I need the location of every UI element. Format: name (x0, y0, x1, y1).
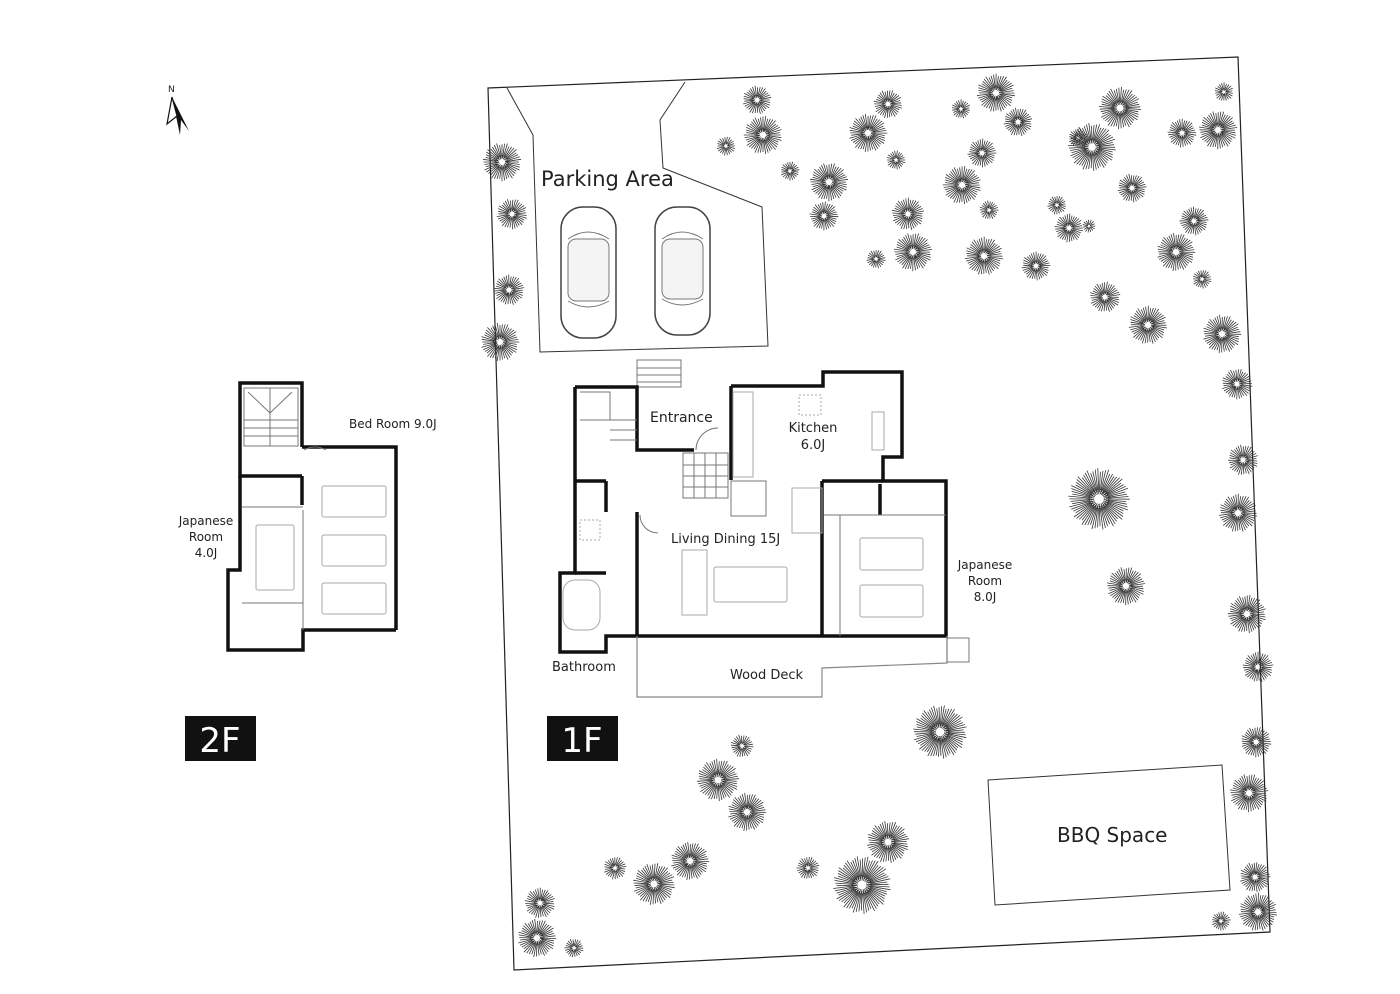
tree-icon (1003, 107, 1033, 137)
tree-icon (967, 138, 997, 168)
north-compass-icon: N (166, 85, 189, 135)
tree-icon (964, 236, 1004, 275)
tree-icon (1193, 270, 1212, 289)
tree-icon (671, 841, 710, 881)
entrance-label: Entrance (650, 410, 713, 426)
parking-label: Parking Area (541, 167, 674, 191)
trees (481, 73, 1278, 958)
living-dining-label: Living Dining 15J (671, 532, 780, 547)
kitchen-label-1: Kitchen (789, 421, 838, 436)
tree-icon (867, 821, 909, 863)
tree-icon (1157, 232, 1196, 272)
tree-icon (893, 233, 933, 272)
tree-icon (1179, 206, 1209, 236)
tree-icon (1167, 118, 1197, 148)
tree-icon (1054, 213, 1084, 243)
tree-icon (1240, 862, 1271, 893)
tree-icon (482, 143, 522, 182)
tree-icon (730, 734, 754, 757)
tree-icon (633, 863, 675, 905)
badge-1f: 1F (547, 716, 618, 761)
japanese-room-2f-label-3: 4.0J (195, 546, 218, 560)
tree-icon (1082, 219, 1096, 233)
kitchen-label-2: 6.0J (801, 438, 826, 453)
tree-icon (979, 200, 999, 219)
tree-icon (1227, 594, 1266, 634)
badge-2f: 2F (185, 716, 256, 761)
tree-icon (1222, 369, 1253, 400)
tree-icon (833, 856, 891, 914)
tree-icon (742, 85, 772, 115)
tree-icon (1106, 567, 1146, 606)
tree-icon (796, 856, 820, 879)
tree-icon (1242, 651, 1274, 682)
tree-icon (604, 857, 627, 880)
bbq-space: BBQ Space (987, 764, 1231, 906)
tree-icon (496, 199, 527, 230)
tree-icon (1212, 911, 1231, 931)
tree-icon (849, 113, 888, 153)
japanese-room-2f-label-1: Japanese (178, 514, 234, 528)
tree-icon (481, 322, 520, 362)
tree-icon (1021, 251, 1051, 281)
badge-1f-label: 1F (561, 721, 602, 761)
tree-icon (1214, 82, 1233, 101)
tree-icon (1090, 281, 1121, 312)
tree-icon (524, 887, 555, 918)
tree-icon (696, 758, 740, 802)
tree-icon (1128, 305, 1168, 344)
tree-icon (716, 136, 736, 156)
tree-icon (493, 274, 525, 305)
tree-icon (886, 150, 906, 170)
japanese-room-2f-label-2: Room (189, 530, 223, 544)
tree-icon (976, 73, 1016, 112)
floor-plan-1f: Entrance Kitchen 6.0J Living Dining 15J … (552, 359, 1013, 698)
tree-icon (1238, 892, 1278, 931)
tree-icon (1068, 468, 1130, 530)
tree-icon (1098, 86, 1142, 130)
tree-icon (809, 201, 839, 231)
tree-icon (892, 197, 925, 230)
bedroom-label: Bed Room 9.0J (349, 417, 437, 431)
tree-icon (1228, 444, 1258, 475)
badge-2f-label: 2F (199, 721, 240, 761)
floor-plan-2f: Bed Room 9.0J Japanese Room 4.0J (178, 381, 437, 652)
japanese-room-1f-label-3: 8.0J (974, 590, 997, 604)
bathroom-label: Bathroom (552, 660, 616, 675)
tree-icon (866, 249, 886, 269)
tree-icon (781, 161, 800, 181)
tree-icon (809, 163, 849, 202)
tree-icon (518, 918, 557, 958)
compass-label: N (168, 85, 175, 95)
tree-icon (1198, 111, 1238, 150)
tree-icon (951, 99, 970, 119)
tree-icon (1203, 314, 1242, 354)
tree-icon (743, 115, 782, 155)
site-boundary (487, 56, 1271, 971)
wood-deck-label: Wood Deck (730, 668, 804, 683)
car-icon (560, 206, 617, 339)
japanese-room-1f-label-1: Japanese (957, 558, 1013, 572)
tree-icon (1218, 493, 1258, 532)
tree-icon (1241, 727, 1272, 758)
tree-icon (1047, 196, 1066, 215)
tree-icon (1067, 123, 1116, 172)
tree-icon (564, 938, 584, 958)
tree-icon (728, 792, 767, 832)
tree-icon (1229, 774, 1269, 813)
tree-icon (873, 90, 902, 119)
parking-area: Parking Area (506, 81, 769, 353)
tree-icon (1117, 173, 1147, 203)
japanese-room-1f-label-2: Room (968, 574, 1002, 588)
car-icon (654, 206, 711, 336)
bbq-label: BBQ Space (1057, 823, 1168, 847)
tree-icon (942, 165, 981, 205)
tree-icon (913, 705, 967, 759)
